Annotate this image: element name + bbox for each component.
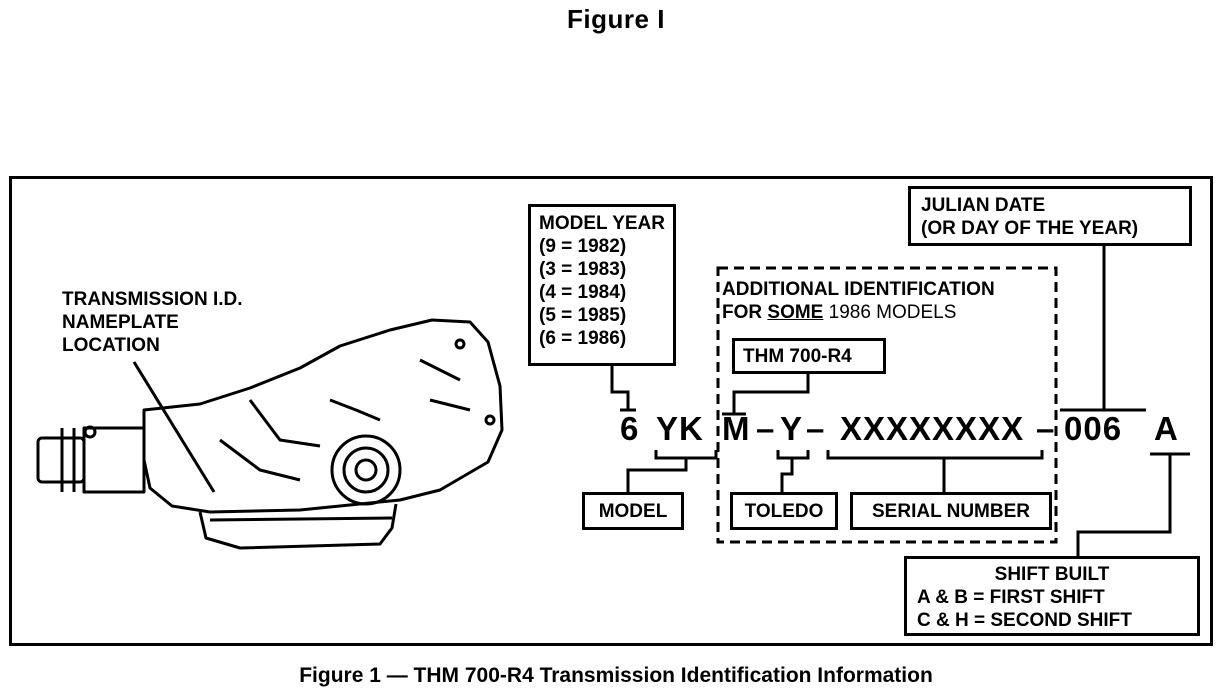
serial-leader	[826, 450, 1044, 492]
figure-title: Figure I	[567, 4, 665, 34]
transmission-illustration	[36, 318, 504, 550]
additional-id-label: ADDITIONAL IDENTIFICATION FOR SOME 1986 …	[722, 278, 995, 324]
model-year-entry: (6 = 1986)	[539, 328, 627, 349]
code-model: YK	[656, 410, 704, 447]
code-serial: XXXXXXXX	[840, 410, 1025, 447]
additional-id-line-1: ADDITIONAL IDENTIFICATION	[722, 279, 995, 300]
shift-built-box: SHIFT BUILT A & B = FIRST SHIFT C & H = …	[904, 556, 1200, 636]
model-year-entry: (3 = 1983)	[539, 259, 627, 280]
toledo-box: TOLEDO	[730, 492, 838, 530]
code-julian: 006	[1064, 410, 1123, 447]
additional-id-prefix: FOR	[722, 302, 768, 323]
diagram-frame	[9, 176, 1213, 646]
code-dash-1: –	[756, 410, 776, 447]
shift-leader	[1076, 452, 1190, 556]
additional-id-emphasis: SOME	[767, 302, 824, 323]
nameplate-line-1: TRANSMISSION I.D.	[62, 289, 243, 310]
model-box: MODEL	[582, 492, 684, 530]
julian-date-leader	[1060, 244, 1146, 412]
nameplate-line-2: NAMEPLATE	[62, 312, 179, 333]
model-year-entry: (4 = 1984)	[539, 282, 627, 303]
thm-leader	[722, 372, 810, 416]
shift-built-line-2: C & H = SECOND SHIFT	[917, 610, 1132, 631]
model-year-leader	[610, 364, 636, 412]
shift-built-heading: SHIFT BUILT	[994, 564, 1110, 585]
additional-id-dashed-box	[716, 266, 1058, 544]
julian-date-line-1: JULIAN DATE	[921, 195, 1046, 216]
model-year-entry: (9 = 1982)	[539, 236, 627, 257]
nameplate-pointer	[132, 361, 216, 493]
shift-built-line-1: A & B = FIRST SHIFT	[917, 587, 1105, 608]
julian-date-line-2: (OR DAY OF THE YEAR)	[921, 218, 1139, 239]
code-dash-2: –	[806, 410, 826, 447]
code-m: M	[722, 410, 751, 447]
model-label: MODEL	[598, 501, 668, 522]
toledo-leader	[776, 450, 810, 492]
code-year: 6	[620, 410, 640, 447]
additional-id-suffix: 1986 MODELS	[823, 302, 957, 323]
model-year-box: MODEL YEAR (9 = 1982) (3 = 1983) (4 = 19…	[528, 204, 676, 366]
nameplate-label: TRANSMISSION I.D. NAMEPLATE LOCATION	[62, 288, 243, 357]
serial-label: SERIAL NUMBER	[872, 501, 1030, 522]
additional-id-line-2: FOR SOME 1986 MODELS	[722, 301, 995, 324]
model-year-entry: (5 = 1985)	[539, 305, 627, 326]
figure-caption: Figure 1 — THM 700-R4 Transmission Ident…	[299, 664, 933, 687]
nameplate-line-3: LOCATION	[62, 335, 160, 356]
thm-label: THM 700-R4	[743, 346, 852, 367]
model-leader	[626, 450, 718, 492]
serial-box: SERIAL NUMBER	[850, 492, 1052, 530]
toledo-label: TOLEDO	[744, 501, 824, 522]
thm-box: THM 700-R4	[732, 338, 886, 374]
code-y: Y	[780, 410, 804, 447]
code-shift: A	[1154, 410, 1179, 447]
julian-date-box: JULIAN DATE (OR DAY OF THE YEAR)	[908, 186, 1192, 246]
model-year-heading: MODEL YEAR	[539, 213, 665, 234]
code-dash-3: –	[1036, 410, 1056, 447]
